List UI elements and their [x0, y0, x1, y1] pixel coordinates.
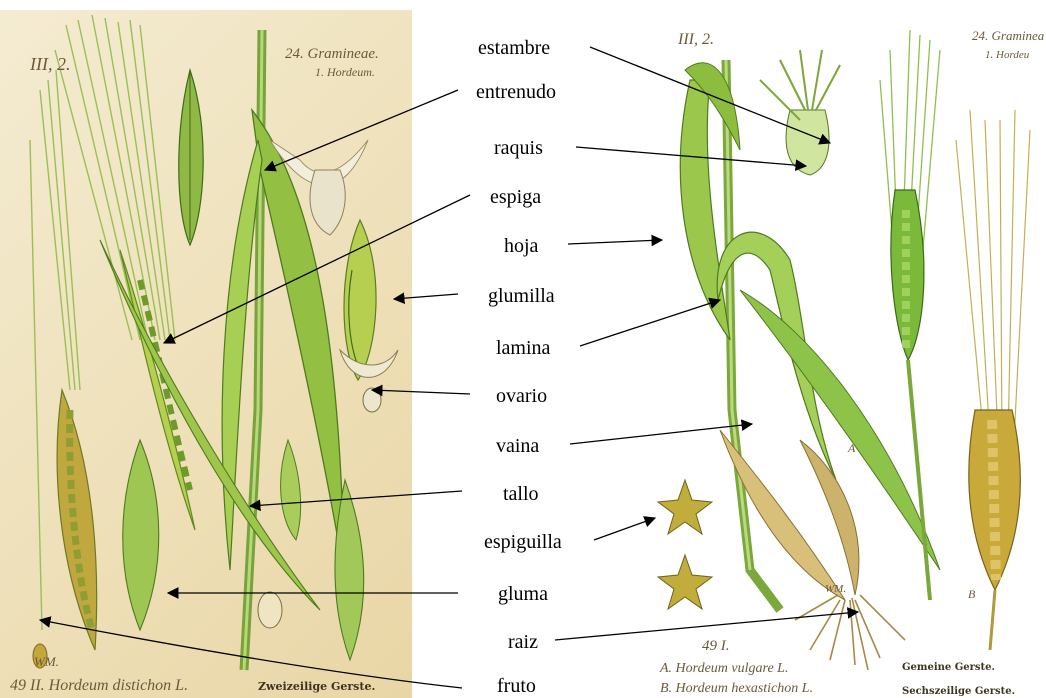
two-row-barley-illustration: III, 2. 24. Gramineae. 1. Hordeum. WM. 4…: [0, 10, 412, 698]
right-plate-fig-a: A: [847, 441, 856, 455]
right-botanical-plate: III, 2. 24. Graminea 1. Hordeu A B WM. 4…: [640, 10, 1046, 698]
label-glumilla: glumilla: [488, 286, 555, 306]
label-ovario: ovario: [496, 386, 547, 406]
label-vaina: vaina: [496, 436, 539, 456]
left-plate-monogram: WM.: [34, 654, 59, 669]
spikelet-detail: [179, 70, 203, 245]
right-plate-genus: 1. Hordeu: [985, 49, 1030, 61]
label-espiga: espiga: [490, 187, 541, 207]
label-estambre: estambre: [478, 38, 550, 58]
right-plate-number-bottom: 49 I.: [702, 638, 730, 654]
right-plate-common-a: Gemeine Gerste.: [902, 662, 995, 673]
label-lamina: lamina: [496, 338, 550, 358]
label-fruto: fruto: [497, 676, 536, 696]
left-plate-species: 49 II. Hordeum distichon L.: [10, 677, 188, 694]
right-plate-family: 24. Graminea: [972, 28, 1045, 43]
stamen-detail: [760, 50, 840, 175]
label-hoja: hoja: [504, 236, 538, 256]
label-entrenudo: entrenudo: [476, 82, 556, 102]
glumilla-detail: [344, 220, 376, 380]
right-plate-fig-b: B: [968, 587, 976, 601]
left-plate-genus: 1. Hordeum.: [315, 65, 375, 79]
lower-ear: [57, 390, 97, 650]
spikelet-cross-sections: [658, 480, 712, 609]
right-plate-monogram: WM.: [825, 583, 846, 595]
label-raiz: raiz: [508, 632, 538, 652]
label-raquis: raquis: [494, 138, 543, 158]
right-plate-number: III, 2.: [677, 31, 714, 48]
ovary-detail: [340, 350, 398, 412]
ear-golden: [956, 110, 1030, 650]
label-tallo: tallo: [503, 484, 539, 504]
roots: [795, 595, 905, 670]
left-plate-common-name: Zweizeilige Gerste.: [258, 680, 375, 693]
right-plate-species-a: A. Hordeum vulgare L.: [659, 661, 788, 676]
left-plate-family: 24. Gramineae.: [285, 46, 379, 62]
label-espiguilla: espiguilla: [484, 532, 562, 552]
right-plate-species-b: B. Hordeum hexastichon L.: [660, 681, 813, 696]
left-plate-number: III, 2.: [29, 54, 70, 74]
barley-species-illustration: III, 2. 24. Graminea 1. Hordeu A B WM. 4…: [640, 10, 1046, 698]
label-gluma: gluma: [498, 584, 548, 604]
right-plate-common-b: Sechszeilige Gerste.: [902, 686, 1015, 697]
left-botanical-plate: III, 2. 24. Gramineae. 1. Hordeum. WM. 4…: [0, 10, 412, 698]
